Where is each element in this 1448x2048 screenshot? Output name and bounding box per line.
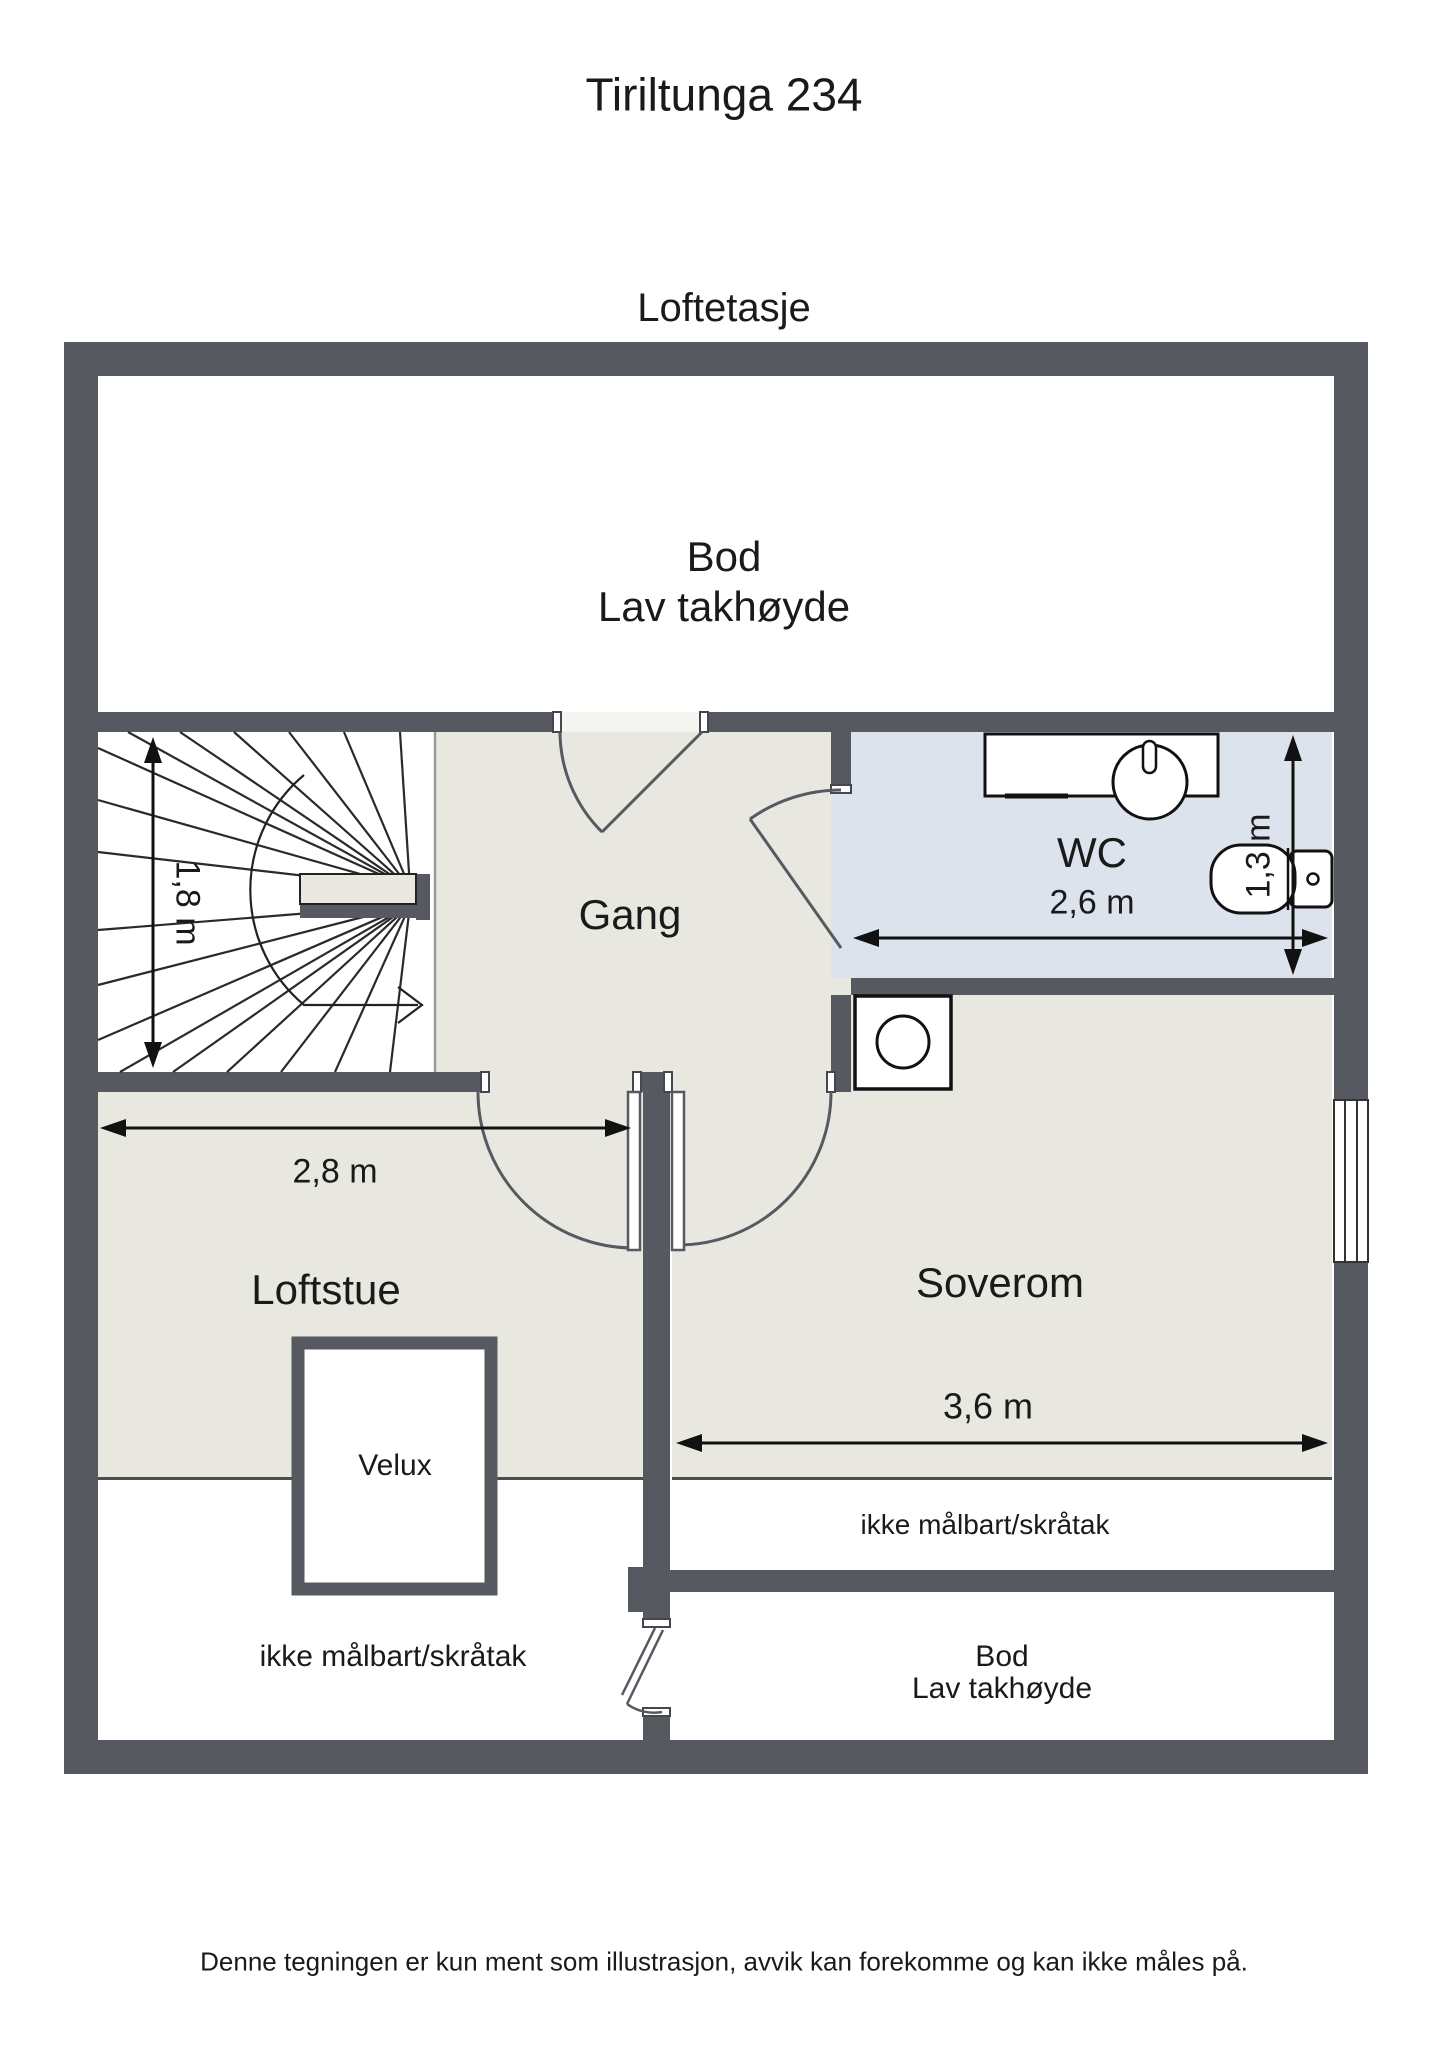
dimension-soverom-width — [676, 1434, 1328, 1452]
sloped-note-left: ikke målbart/skråtak — [259, 1640, 527, 1673]
dimension-wc-depth — [1284, 735, 1302, 975]
dimension-wc-width — [853, 929, 1328, 947]
room-label-bod-top: Bod — [686, 532, 762, 580]
room-label-gang: Gang — [578, 890, 682, 938]
dimension-label-soverom-width: 3,6 m — [942, 1385, 1034, 1427]
velux-label: Velux — [358, 1449, 432, 1482]
washbasin-icon — [983, 732, 1220, 821]
door-swings — [476, 730, 843, 1714]
dimension-arrows — [100, 735, 1328, 1452]
velux-window — [291, 1336, 498, 1596]
door-gang-loftstue — [476, 1090, 642, 1252]
staircase — [97, 731, 437, 1073]
room-label-soverom: Soverom — [915, 1258, 1085, 1306]
stair-walkline — [249, 774, 424, 1024]
dimension-stairs-depth — [144, 737, 162, 1068]
fixtures — [291, 732, 1369, 1596]
room-note-bod-top: Lav takhøyde — [597, 582, 851, 630]
floor-label: Loftetasje — [637, 286, 811, 330]
bod-bottom-floor — [672, 1592, 1334, 1740]
dimension-label-loftstue-width: 2,8 m — [292, 1152, 378, 1191]
door-openings — [480, 711, 852, 1717]
disclaimer-text: Denne tegningen er kun ment som illustra… — [200, 1946, 1248, 1977]
wall-left — [64, 342, 98, 1774]
dimension-label-wc-depth: 1,3 m — [1239, 813, 1278, 899]
door-gang-wc — [748, 788, 843, 949]
door-bod-bottom — [620, 1627, 665, 1714]
room-label-bod-bottom: Bod — [975, 1640, 1029, 1673]
door-gang-soverom — [670, 1090, 833, 1252]
sloped-note-right: ikke målbart/skråtak — [860, 1509, 1110, 1541]
dimension-loftstue-width — [100, 1119, 631, 1137]
toilet-icon — [1209, 843, 1334, 915]
room-label-wc: WC — [1057, 828, 1127, 876]
sloped-area-right — [672, 1480, 1332, 1570]
window-marker — [1333, 1099, 1369, 1263]
door-bod-gang — [558, 730, 704, 834]
wall-right-lower — [1334, 1262, 1368, 1774]
sloped-ceiling-lines — [98, 1477, 1332, 1480]
dimension-label-wc-width: 2,6 m — [1049, 883, 1135, 922]
room-label-loftstue: Loftstue — [251, 1265, 401, 1313]
page-title: Tiriltunga 234 — [585, 68, 863, 121]
wall-bottom — [64, 1740, 1368, 1774]
wall-top — [64, 342, 1368, 376]
dimension-label-stairs-depth: 1,8 m — [168, 860, 207, 946]
room-note-bod-bottom: Lav takhøyde — [911, 1672, 1093, 1705]
walls — [64, 342, 1368, 1774]
washing-machine-icon — [853, 994, 953, 1091]
wall-right-upper — [1334, 342, 1368, 1100]
